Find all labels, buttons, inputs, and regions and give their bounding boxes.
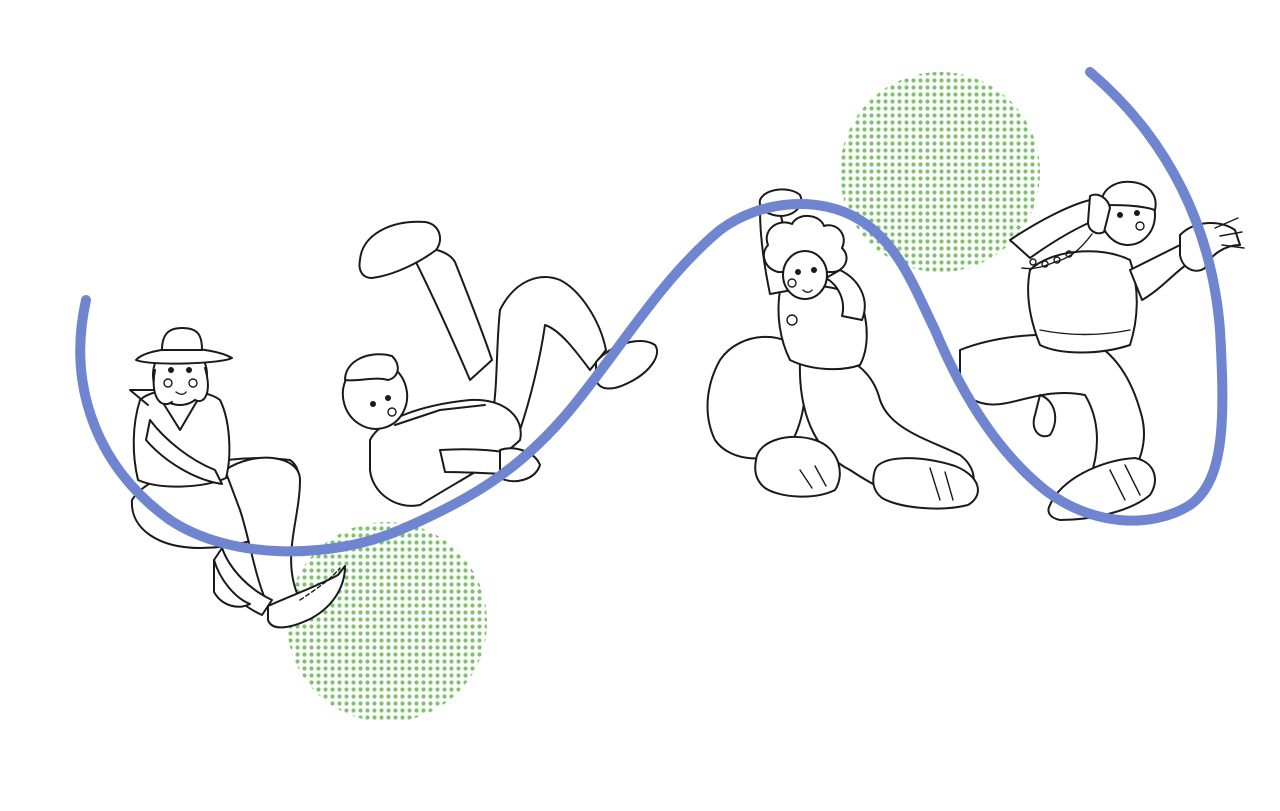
person-figure-icon	[706, 188, 979, 510]
person-figure-icon	[959, 180, 1245, 521]
halftone-circle-icon	[840, 72, 1040, 272]
person-figure-icon	[129, 327, 346, 629]
person-figure-icon	[341, 220, 658, 507]
ribbon-wave-icon	[75, 67, 1228, 557]
